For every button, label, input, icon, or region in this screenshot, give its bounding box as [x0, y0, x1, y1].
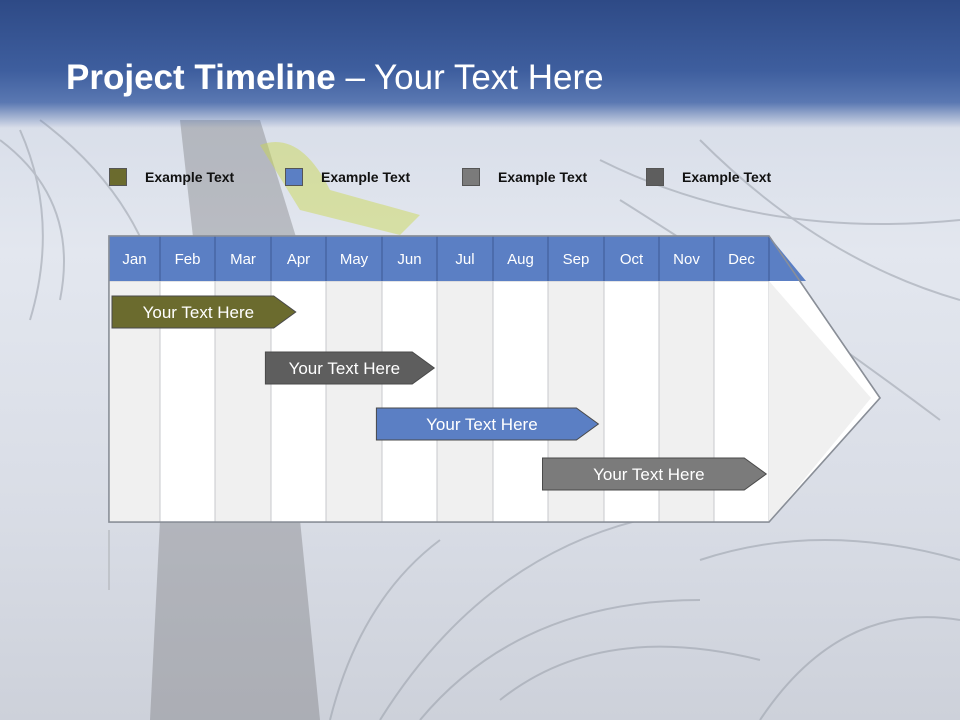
month-label-may: May	[340, 251, 369, 268]
task-label-4: Your Text Here	[593, 465, 705, 484]
legend-label-4: Example Text	[682, 169, 772, 185]
title-bold: Project Timeline	[66, 58, 336, 97]
legend-swatch-3	[462, 168, 480, 186]
month-header-row	[109, 236, 806, 281]
month-label-nov: Nov	[673, 251, 700, 268]
legend: Example Text Example Text Example Text E…	[0, 168, 960, 198]
month-label-oct: Oct	[620, 251, 644, 268]
legend-label-1: Example Text	[145, 169, 235, 185]
month-column	[381, 280, 438, 523]
month-label-feb: Feb	[175, 251, 201, 268]
legend-item-4: Example Text	[646, 168, 771, 186]
legend-swatch-2	[285, 168, 303, 186]
legend-label-2: Example Text	[321, 169, 411, 185]
legend-swatch-1	[109, 168, 127, 186]
month-label-sep: Sep	[563, 251, 590, 268]
month-label-jul: Jul	[455, 251, 474, 268]
legend-item-1: Example Text	[109, 168, 234, 186]
task-bar-2	[264, 351, 436, 385]
task-bar-1	[111, 295, 297, 329]
month-label-mar: Mar	[230, 251, 256, 268]
task-label-2: Your Text Here	[289, 359, 401, 378]
legend-item-2: Example Text	[285, 168, 410, 186]
legend-swatch-4	[646, 168, 664, 186]
month-label-aug: Aug	[507, 251, 534, 268]
header-band	[0, 0, 960, 128]
task-label-1: Your Text Here	[143, 303, 255, 322]
month-label-jun: Jun	[397, 251, 421, 268]
month-label-dec: Dec	[728, 251, 755, 268]
task-label-3: Your Text Here	[426, 415, 538, 434]
legend-label-3: Example Text	[498, 169, 588, 185]
task-bar-3	[375, 407, 600, 441]
timeline-outline	[108, 235, 881, 523]
month-label-apr: Apr	[287, 251, 310, 268]
page-title: Project Timeline – Your Text Here	[66, 58, 604, 98]
task-bar-4	[542, 457, 768, 491]
legend-item-3: Example Text	[462, 168, 587, 186]
month-column	[325, 280, 383, 523]
month-column	[436, 280, 494, 523]
month-column	[492, 280, 549, 523]
month-label-jan: Jan	[122, 251, 146, 268]
title-rest: – Your Text Here	[335, 58, 604, 97]
timeline-arrow-head	[769, 281, 871, 522]
